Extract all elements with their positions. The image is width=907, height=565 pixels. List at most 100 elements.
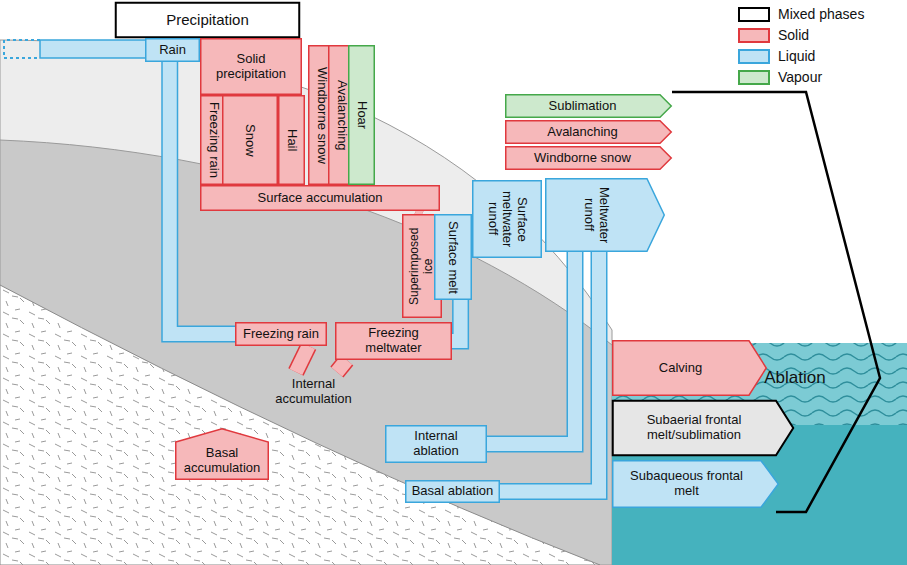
- flow-box: Freezing meltwater: [335, 322, 452, 360]
- flow-label: Windborne snow: [314, 67, 329, 164]
- flow-box: Calving: [612, 340, 767, 396]
- box-shape: [176, 429, 269, 480]
- text-holder: Hail: [284, 129, 299, 151]
- box-shape: [236, 323, 327, 346]
- flow-label: Internal ablation: [391, 429, 481, 459]
- legend-swatch: [738, 49, 770, 64]
- flow-box: Meltwater runoff: [545, 178, 665, 252]
- flow-band: [500, 252, 599, 492]
- flow-box: Surface melt: [434, 214, 472, 300]
- band-fill: [452, 300, 461, 341]
- flow-label: Superimposed ice: [408, 218, 436, 314]
- text-holder: Freezing meltwater: [341, 326, 446, 356]
- flow-band: [337, 360, 347, 372]
- flow-label: Calving: [659, 361, 702, 376]
- legend-swatch: [738, 7, 770, 22]
- box-shape: [473, 181, 542, 258]
- flow-box: Hoar: [348, 45, 375, 185]
- flow-box: Hail: [278, 95, 305, 185]
- flow-box: Surface accumulation: [200, 185, 440, 211]
- box-shape: [613, 461, 779, 508]
- legend-row: Liquid: [738, 46, 864, 66]
- text-holder: Basal ablation: [412, 484, 494, 499]
- flow-label: Freezing rain: [206, 102, 221, 178]
- flow-box: Subaqueous frontal melt: [612, 460, 779, 508]
- box-shape: [435, 215, 472, 300]
- flow-box: Internal accumulation: [255, 372, 372, 412]
- flow-label: Surface melt: [446, 221, 461, 294]
- flow-label: Subaqueous frontal melt: [618, 469, 755, 499]
- band-edge: [296, 346, 309, 372]
- text-holder: Rain: [159, 43, 186, 58]
- text-holder: Freezing rain: [243, 327, 319, 342]
- flow-label: Subaerial frontal melt/sublimation: [618, 413, 770, 443]
- band-edge: [337, 360, 347, 372]
- box-shape: [386, 426, 487, 463]
- text-holder: Windborne snow: [534, 151, 631, 166]
- box-shape: [613, 401, 794, 456]
- text-holder: Solid precipitation: [206, 52, 296, 82]
- box-shape: [546, 179, 665, 252]
- text-holder: Surface melt: [446, 221, 461, 294]
- legend-label: Solid: [778, 27, 809, 43]
- band-edge: [416, 211, 422, 214]
- text-holder: Sublimation: [549, 99, 617, 114]
- flow-label: Snow: [243, 124, 258, 157]
- flow-box: Windborne snow: [505, 146, 672, 170]
- legend-label: Mixed phases: [778, 6, 864, 22]
- flow-label: Hoar: [354, 101, 369, 129]
- flow-band: [416, 211, 422, 214]
- bedrock-texture: [0, 285, 600, 565]
- box-shape: [506, 121, 672, 144]
- flow-box: Solid precipitation: [200, 38, 302, 95]
- flow-label: Hail: [284, 129, 299, 151]
- flow-box: Freezing rain: [235, 322, 327, 346]
- flow-label: Basal accumulation: [181, 446, 263, 476]
- box-shape: [279, 96, 305, 185]
- box-shape: [506, 95, 672, 118]
- flow-band: [487, 252, 575, 444]
- legend-swatch: [738, 28, 770, 43]
- text-holder: Windborne snow: [314, 67, 329, 164]
- text-holder: Subaqueous frontal melt: [618, 469, 755, 499]
- box-shape: [406, 481, 500, 503]
- text-holder: Avalanching: [547, 125, 618, 140]
- band-fill: [500, 252, 599, 492]
- flow-box: Precipitation: [115, 2, 300, 38]
- text-holder: Freezing rain: [206, 102, 221, 178]
- flow-label: Sublimation: [549, 99, 617, 114]
- legend-row: Vapour: [738, 67, 864, 87]
- flow-box: Surface meltwater runoff: [472, 180, 542, 258]
- flow-band: [452, 300, 461, 341]
- bedrock: [0, 285, 600, 565]
- box-shape: [201, 39, 302, 95]
- flow-label: Solid precipitation: [206, 52, 296, 82]
- text-holder: Surface accumulation: [257, 191, 382, 206]
- legend-row: Mixed phases: [738, 4, 864, 24]
- rain-outflow-dotted: [4, 40, 40, 58]
- flow-label: Windborne snow: [534, 151, 631, 166]
- legend-row: Solid: [738, 25, 864, 45]
- flow-label: Basal ablation: [412, 484, 494, 499]
- text-holder: Snow: [243, 124, 258, 157]
- flow-label: Freezing rain: [243, 327, 319, 342]
- band-edge: [487, 252, 575, 444]
- flow-box: Rain: [145, 38, 200, 62]
- flow-label: Internal accumulation: [261, 377, 366, 407]
- legend-label: Liquid: [778, 48, 815, 64]
- legend-label: Vapour: [778, 69, 822, 85]
- text-holder: Calving: [659, 361, 702, 376]
- band-edge: [500, 252, 599, 492]
- text-holder: Precipitation: [166, 11, 249, 28]
- box-shape: [506, 147, 672, 170]
- flow-label: Surface meltwater runoff: [485, 184, 530, 254]
- flow-band: [296, 346, 309, 372]
- band-fill: [337, 360, 347, 372]
- band-edge: [452, 300, 461, 341]
- flow-box: Snow: [222, 95, 278, 185]
- text-holder: Basal accumulation: [181, 446, 263, 476]
- legend-swatch: [738, 70, 770, 85]
- box-shape: [613, 341, 767, 396]
- flow-box: Internal ablation: [385, 425, 487, 463]
- flow-label: Freezing meltwater: [341, 326, 446, 356]
